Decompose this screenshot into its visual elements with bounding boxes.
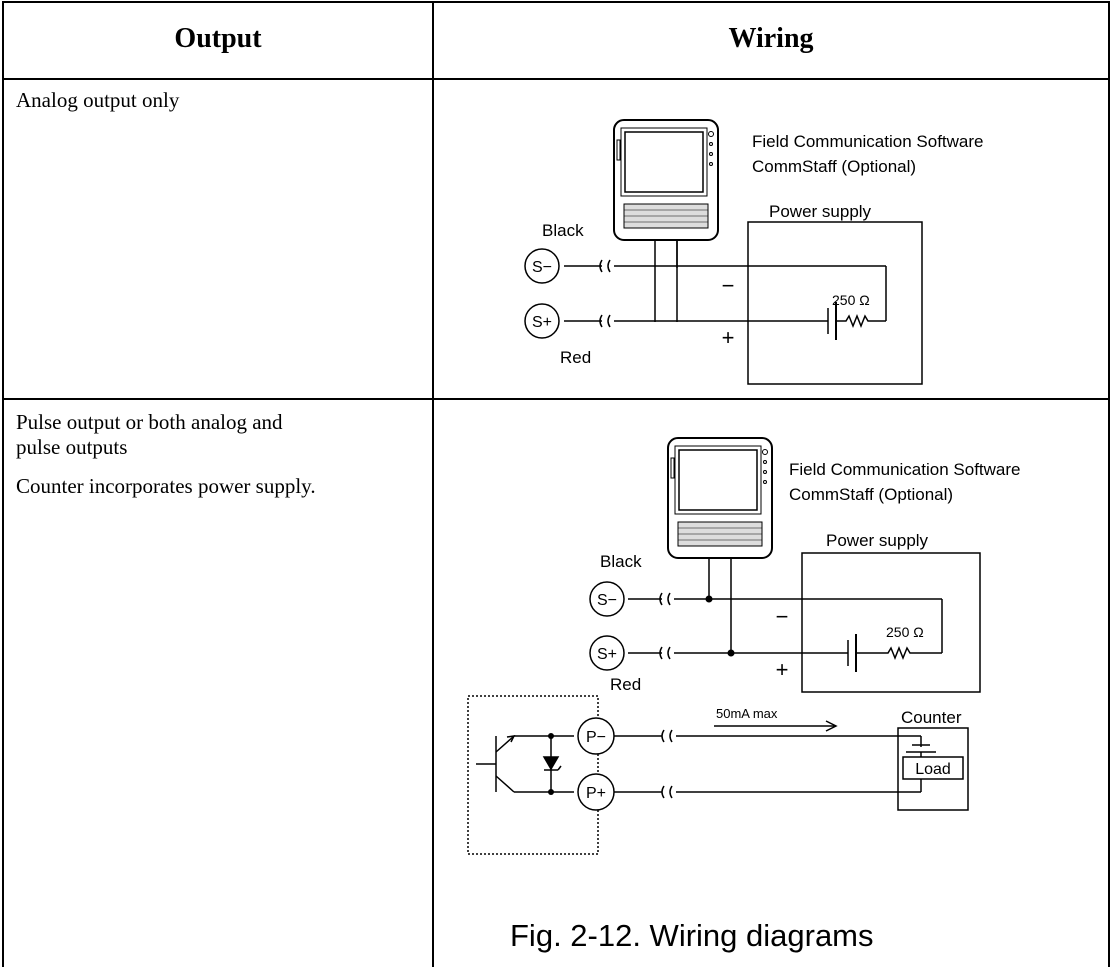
minus-sign: − — [776, 604, 789, 629]
counter-label: Counter — [901, 708, 962, 727]
p-plus-label: P+ — [586, 785, 606, 802]
tablet-icon — [667, 437, 773, 559]
pulse-output-module — [467, 695, 599, 855]
table-border-right — [1108, 1, 1110, 967]
s-minus-label: S− — [597, 592, 617, 609]
software-label-line2: CommStaff (Optional) — [752, 157, 916, 176]
header-output: Output — [174, 23, 262, 54]
row1-output-text: Analog output only — [16, 88, 179, 113]
software-label-line1: Field Communication Software — [789, 460, 1020, 479]
transistor-symbol — [476, 735, 574, 793]
pulse-wiring-diagram: Field Communication Software CommStaff (… — [467, 437, 1020, 855]
output-line: Analog output only — [16, 88, 180, 112]
software-label-line1: Field Communication Software — [752, 132, 983, 151]
junction-dot — [727, 649, 735, 657]
figure-caption: Fig. 2-12. Wiring diagrams — [510, 918, 874, 953]
load-label: Load — [915, 761, 951, 778]
s-plus-terminal — [524, 303, 560, 339]
red-wire-label: Red — [610, 675, 641, 694]
black-wire-label: Black — [542, 221, 584, 240]
junction-dot — [548, 789, 554, 795]
header-divider — [2, 78, 1110, 80]
row2-output-text: Pulse output or both analog and pulse ou… — [16, 410, 316, 499]
minus-sign: − — [722, 273, 735, 298]
resistor-label: 250 Ω — [832, 292, 870, 308]
tablet-icon — [613, 119, 719, 241]
s-minus-terminal — [524, 248, 560, 284]
black-wire-label: Black — [600, 552, 642, 571]
s-plus-terminal — [589, 635, 625, 671]
p-minus-label: P− — [586, 729, 606, 746]
s-minus-terminal — [589, 581, 625, 617]
current-rating-label: 50mA max — [716, 706, 778, 721]
header-wiring: Wiring — [728, 23, 814, 54]
red-wire-label: Red — [560, 348, 591, 367]
output-line: pulse outputs — [16, 435, 128, 459]
output-line: Counter incorporates power supply. — [16, 474, 316, 498]
junction-dot — [705, 595, 713, 603]
software-label-line2: CommStaff (Optional) — [789, 485, 953, 504]
column-divider — [432, 1, 434, 967]
table-border-top — [2, 1, 1110, 3]
output-line: Pulse output or both analog and — [16, 410, 283, 434]
row-divider — [2, 398, 1110, 400]
table-border-left — [2, 1, 4, 967]
s-minus-label: S− — [532, 259, 552, 276]
s-plus-label: S+ — [532, 314, 552, 331]
junction-dot — [548, 733, 554, 739]
plus-sign: + — [722, 325, 735, 350]
resistor-label: 250 Ω — [886, 624, 924, 640]
analog-wiring-diagram: Field Communication Software CommStaff (… — [524, 119, 983, 385]
s-plus-label: S+ — [597, 646, 617, 663]
power-supply-label: Power supply — [826, 531, 929, 550]
power-supply-label: Power supply — [769, 202, 872, 221]
plus-sign: + — [776, 657, 789, 682]
